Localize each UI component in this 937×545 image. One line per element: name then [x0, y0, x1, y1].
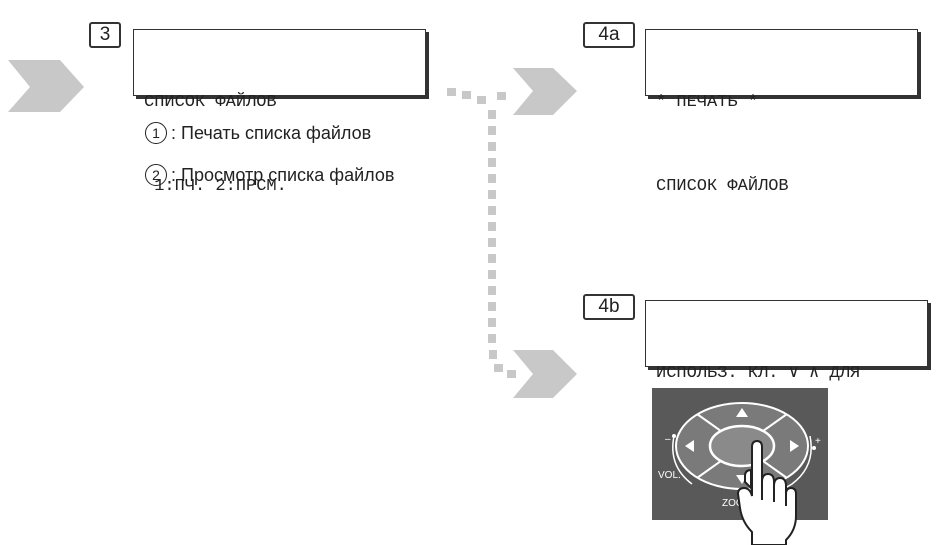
option-number-badge: 1 — [145, 122, 167, 144]
flow-arrow-4a — [513, 68, 577, 115]
step-3-badge: 3 — [89, 22, 121, 48]
display-line-2: 1:ПЧ. 2:ПРСМ. — [144, 177, 287, 196]
display-line-1: ИСПОЛЬЗ. КЛ. ∨ ∧ ДЛЯ — [656, 364, 861, 383]
display-line-1: * ПЕЧАТЬ * — [656, 93, 759, 112]
left-arrow-icon — [685, 440, 694, 452]
option-number-badge: 2 — [145, 164, 167, 186]
up-arrow-icon — [736, 408, 748, 417]
option-view-list: 2 : Просмотр списка файлов — [145, 164, 394, 186]
step-4b-badge: 4b — [583, 294, 635, 320]
option-print-list: 1 : Печать списка файлов — [145, 122, 371, 144]
display-line-1: СПИСОК ФАЙЛОВ — [144, 93, 277, 112]
display-step-4a: * ПЕЧАТЬ * СПИСОК ФАЙЛОВ — [645, 29, 918, 196]
vol-plus-label: + — [815, 436, 821, 447]
flow-arrow-entry — [8, 60, 84, 112]
option-label: : Печать списка файлов — [171, 122, 372, 143]
step-4a-badge: 4a — [583, 22, 635, 48]
flow-arrow-4b — [513, 350, 577, 398]
vol-label: VOL. — [658, 470, 681, 481]
display-line-2: СПИСОК ФАЙЛОВ — [656, 177, 789, 196]
zoom-label: ZOOM — [722, 498, 752, 509]
display-step-3: СПИСОК ФАЙЛОВ 1:ПЧ. 2:ПРСМ. — [133, 29, 426, 196]
center-key — [708, 424, 776, 468]
display-step-4b: ИСПОЛЬЗ. КЛ. ∨ ∧ ДЛЯ ПРОКР. ФАЙЛОВ — [645, 300, 928, 467]
dotted-connector — [447, 88, 516, 378]
navigation-keypad: – + VOL. ZOOM — [652, 388, 828, 520]
option-label: : Просмотр списка файлов — [171, 164, 395, 185]
keypad-illustration: – + VOL. ZOOM — [658, 402, 821, 509]
vol-minus-label: – — [665, 434, 671, 445]
